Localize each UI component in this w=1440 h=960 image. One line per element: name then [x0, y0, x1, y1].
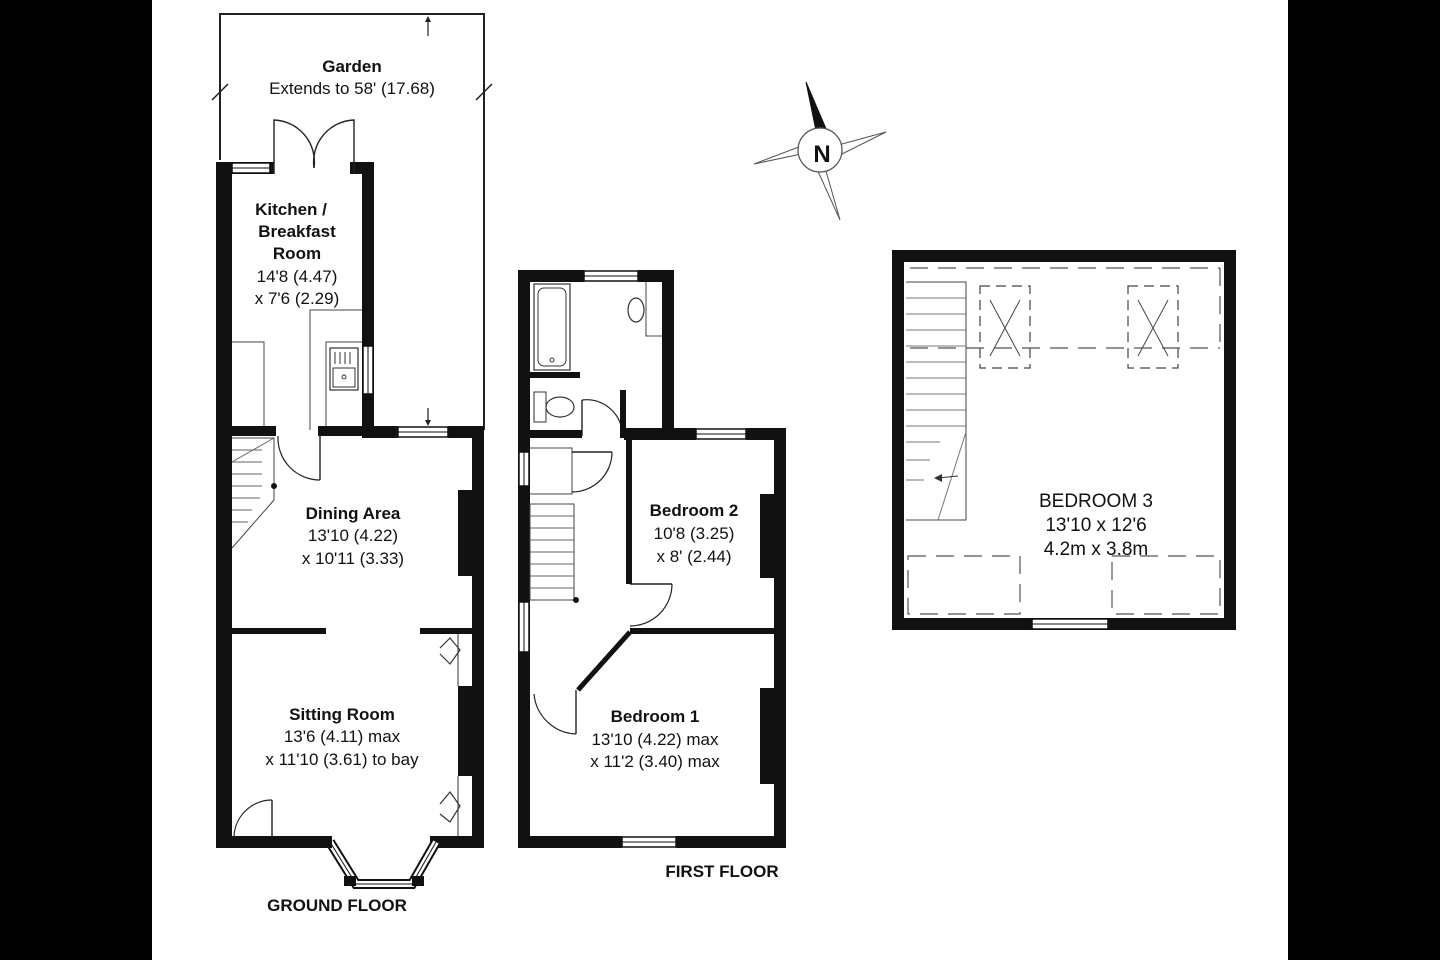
dining-dimension-2: x 10'11 (3.33) — [302, 549, 404, 568]
bedroom3-dimension-1: 13'10 x 12'6 — [1045, 515, 1146, 536]
kitchen-name-line1: Kitchen / — [255, 200, 327, 219]
bedroom1-dimension-1: 13'10 (4.22) max — [591, 730, 719, 749]
floorplan-drawing: Garden Extends to 58' (17.68) Kitchen / … — [211, 13, 1236, 915]
garden-dimensions: Extends to 58' (17.68) — [269, 79, 435, 98]
labels: Garden Extends to 58' (17.68) Kitchen / … — [255, 57, 1153, 915]
first-floor-title: FIRST FLOOR — [665, 862, 778, 881]
kitchen-name-line2: Breakfast — [258, 222, 336, 241]
first-floor-plan — [518, 270, 786, 848]
compass-north-letter: N — [813, 141, 830, 168]
sitting-room-dimension-2: x 11'10 (3.61) to bay — [265, 750, 419, 769]
bedroom2-name: Bedroom 2 — [650, 501, 739, 520]
ground-floor-plan — [211, 13, 493, 889]
bedroom1-dimension-2: x 11'2 (3.40) max — [590, 752, 720, 771]
compass-icon — [753, 81, 887, 221]
sitting-room-dimension-1: 13'6 (4.11) max — [284, 727, 401, 746]
dining-dimension-1: 13'10 (4.22) — [308, 526, 398, 545]
bedroom1-name: Bedroom 1 — [611, 707, 700, 726]
kitchen-name-line3: Room — [273, 244, 321, 263]
garden-name: Garden — [322, 57, 382, 76]
bedroom2-dimension-2: x 8' (2.44) — [656, 547, 731, 566]
floorplan-sheet: Garden Extends to 58' (17.68) Kitchen / … — [152, 0, 1288, 960]
bedroom3-dimension-2: 4.2m x 3.8m — [1044, 539, 1149, 560]
kitchen-dimension-2: x 7'6 (2.29) — [255, 289, 340, 308]
loft-plan — [892, 250, 1236, 630]
bedroom3-name: BEDROOM 3 — [1039, 491, 1153, 512]
ground-floor-title: GROUND FLOOR — [267, 896, 407, 915]
bedroom2-dimension-1: 10'8 (3.25) — [654, 524, 735, 543]
sitting-room-name: Sitting Room — [289, 705, 395, 724]
dining-name: Dining Area — [306, 504, 401, 523]
kitchen-dimension-1: 14'8 (4.47) — [257, 267, 338, 286]
